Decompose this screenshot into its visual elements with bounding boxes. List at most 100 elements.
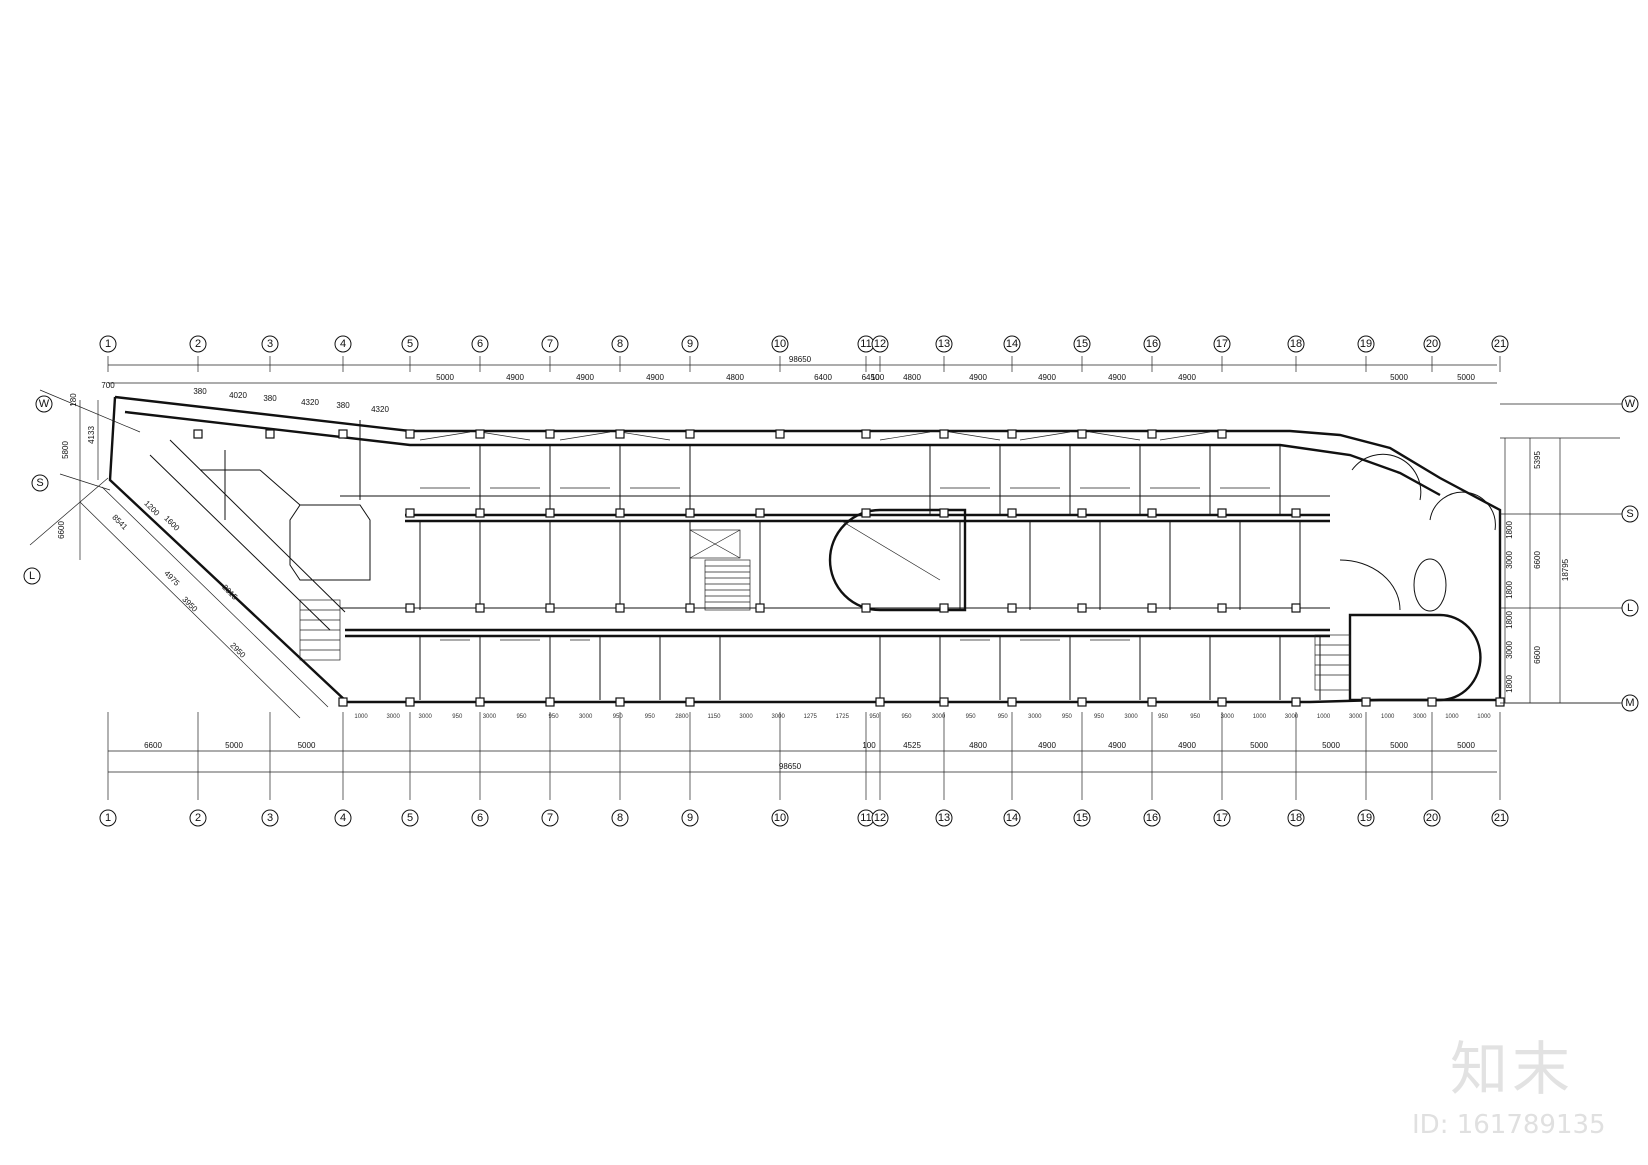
column — [1077, 697, 1087, 707]
dim-bottom-row: 950 — [645, 714, 656, 720]
dim-bottom-row: 950 — [901, 714, 912, 720]
dim-top-left: 4320 — [301, 398, 319, 407]
column — [615, 697, 625, 707]
grid-label: 6 — [477, 812, 483, 824]
watermark-id: ID: 161789135 — [1412, 1110, 1606, 1140]
dim-bottom-row: 1000 — [1477, 714, 1491, 720]
column — [338, 697, 348, 707]
dim-top: 4800 — [726, 373, 744, 382]
dim-top-left: 4020 — [229, 391, 247, 400]
dim-bottom-row: 1000 — [1253, 714, 1267, 720]
grid-label: 5 — [407, 812, 413, 824]
dim-bottom: 5000 — [1322, 741, 1340, 750]
dim-overall-top: 98650 — [789, 355, 812, 364]
grid-bubble — [871, 809, 889, 827]
dim-bottom-row: 950 — [1190, 714, 1201, 720]
grid-label: 3 — [267, 812, 273, 824]
dim-left: 6600 — [57, 521, 66, 539]
dim-bottom: 4900 — [1178, 741, 1196, 750]
dim-top-left: 380 — [263, 394, 277, 403]
dim-bottom-row: 1000 — [1445, 714, 1459, 720]
dim-bottom-row: 3000 — [579, 714, 593, 720]
grid-label: 3 — [267, 338, 273, 350]
column — [1147, 697, 1157, 707]
grid-bubble — [935, 335, 953, 353]
dim-bottom-row: 3000 — [771, 714, 785, 720]
dim-bottom-row: 950 — [549, 714, 560, 720]
column — [1291, 508, 1301, 518]
dim-bottom-row: 3000 — [483, 714, 497, 720]
grid-bubble — [471, 809, 489, 827]
dim-bottom-row: 3000 — [1285, 714, 1299, 720]
column — [1495, 697, 1505, 707]
grid-bubble — [1621, 599, 1639, 617]
grid-label: 4 — [340, 812, 346, 824]
grid-bubble — [1491, 335, 1509, 353]
dim-bottom-row: 1725 — [836, 714, 850, 720]
grid-label: 18 — [1290, 338, 1302, 350]
grid-label: 21 — [1494, 812, 1506, 824]
grid-label: 7 — [547, 812, 553, 824]
grid-label: 2 — [195, 338, 201, 350]
dim-bottom-row: 2800 — [675, 714, 689, 720]
grid-bubble — [1621, 694, 1639, 712]
grid-label: 11 — [860, 812, 871, 824]
column — [1077, 508, 1087, 518]
dim-top-left: 4320 — [371, 405, 389, 414]
column — [685, 429, 695, 439]
column — [861, 508, 871, 518]
column — [338, 429, 348, 439]
column — [685, 697, 695, 707]
grid-bubble — [771, 335, 789, 353]
grid-bubble — [471, 335, 489, 353]
grid-bubble — [99, 809, 117, 827]
column — [615, 508, 625, 518]
dim-right-mid: 5395 — [1533, 451, 1542, 469]
grid-label: S — [36, 477, 43, 489]
column — [1217, 697, 1227, 707]
dim-bottom-row: 950 — [966, 714, 977, 720]
grid-label: 8 — [617, 338, 623, 350]
grid-label: 5 — [407, 338, 413, 350]
column — [1291, 697, 1301, 707]
grid-label: M — [1625, 697, 1634, 709]
grid-bubble — [1621, 395, 1639, 413]
grid-label: 7 — [547, 338, 553, 350]
grid-bubble — [1287, 335, 1305, 353]
grid-label: 11 — [860, 338, 871, 350]
grid-label: W — [1625, 398, 1636, 410]
grid-bubbles: 1122334455667788991010111112121313141415… — [23, 335, 1639, 827]
dim-top: 6450 — [862, 373, 880, 382]
grid-label: 1 — [105, 338, 111, 350]
grid-bubble — [1423, 335, 1441, 353]
grid-bubble — [935, 809, 953, 827]
dim-left: 4133 — [87, 426, 96, 444]
column — [1291, 603, 1301, 613]
dim-bottom: 5000 — [1457, 741, 1475, 750]
column — [1007, 603, 1017, 613]
column — [1427, 697, 1437, 707]
dim-bottom-row: 950 — [1062, 714, 1073, 720]
grid-label: 4 — [340, 338, 346, 350]
column — [1217, 508, 1227, 518]
grid-bubble — [611, 335, 629, 353]
column — [861, 603, 871, 613]
dim-overall-bottom: 98650 — [779, 762, 802, 771]
dim-top: 4900 — [1038, 373, 1056, 382]
dim-right-total: 18795 — [1561, 558, 1570, 581]
column — [939, 603, 949, 613]
dim-top: 4900 — [1178, 373, 1196, 382]
dim-bottom-row: 950 — [869, 714, 880, 720]
grid-lines — [107, 356, 1622, 800]
grid-label: 13 — [938, 812, 950, 824]
dim-bottom-row: 950 — [998, 714, 1009, 720]
grid-label: 10 — [774, 338, 786, 350]
grid-bubble — [1003, 335, 1021, 353]
dim-bottom-row: 950 — [452, 714, 463, 720]
column — [615, 429, 625, 439]
grid-bubble — [334, 809, 352, 827]
column — [405, 429, 415, 439]
grid-bubble — [1143, 335, 1161, 353]
grid-label: 21 — [1494, 338, 1506, 350]
